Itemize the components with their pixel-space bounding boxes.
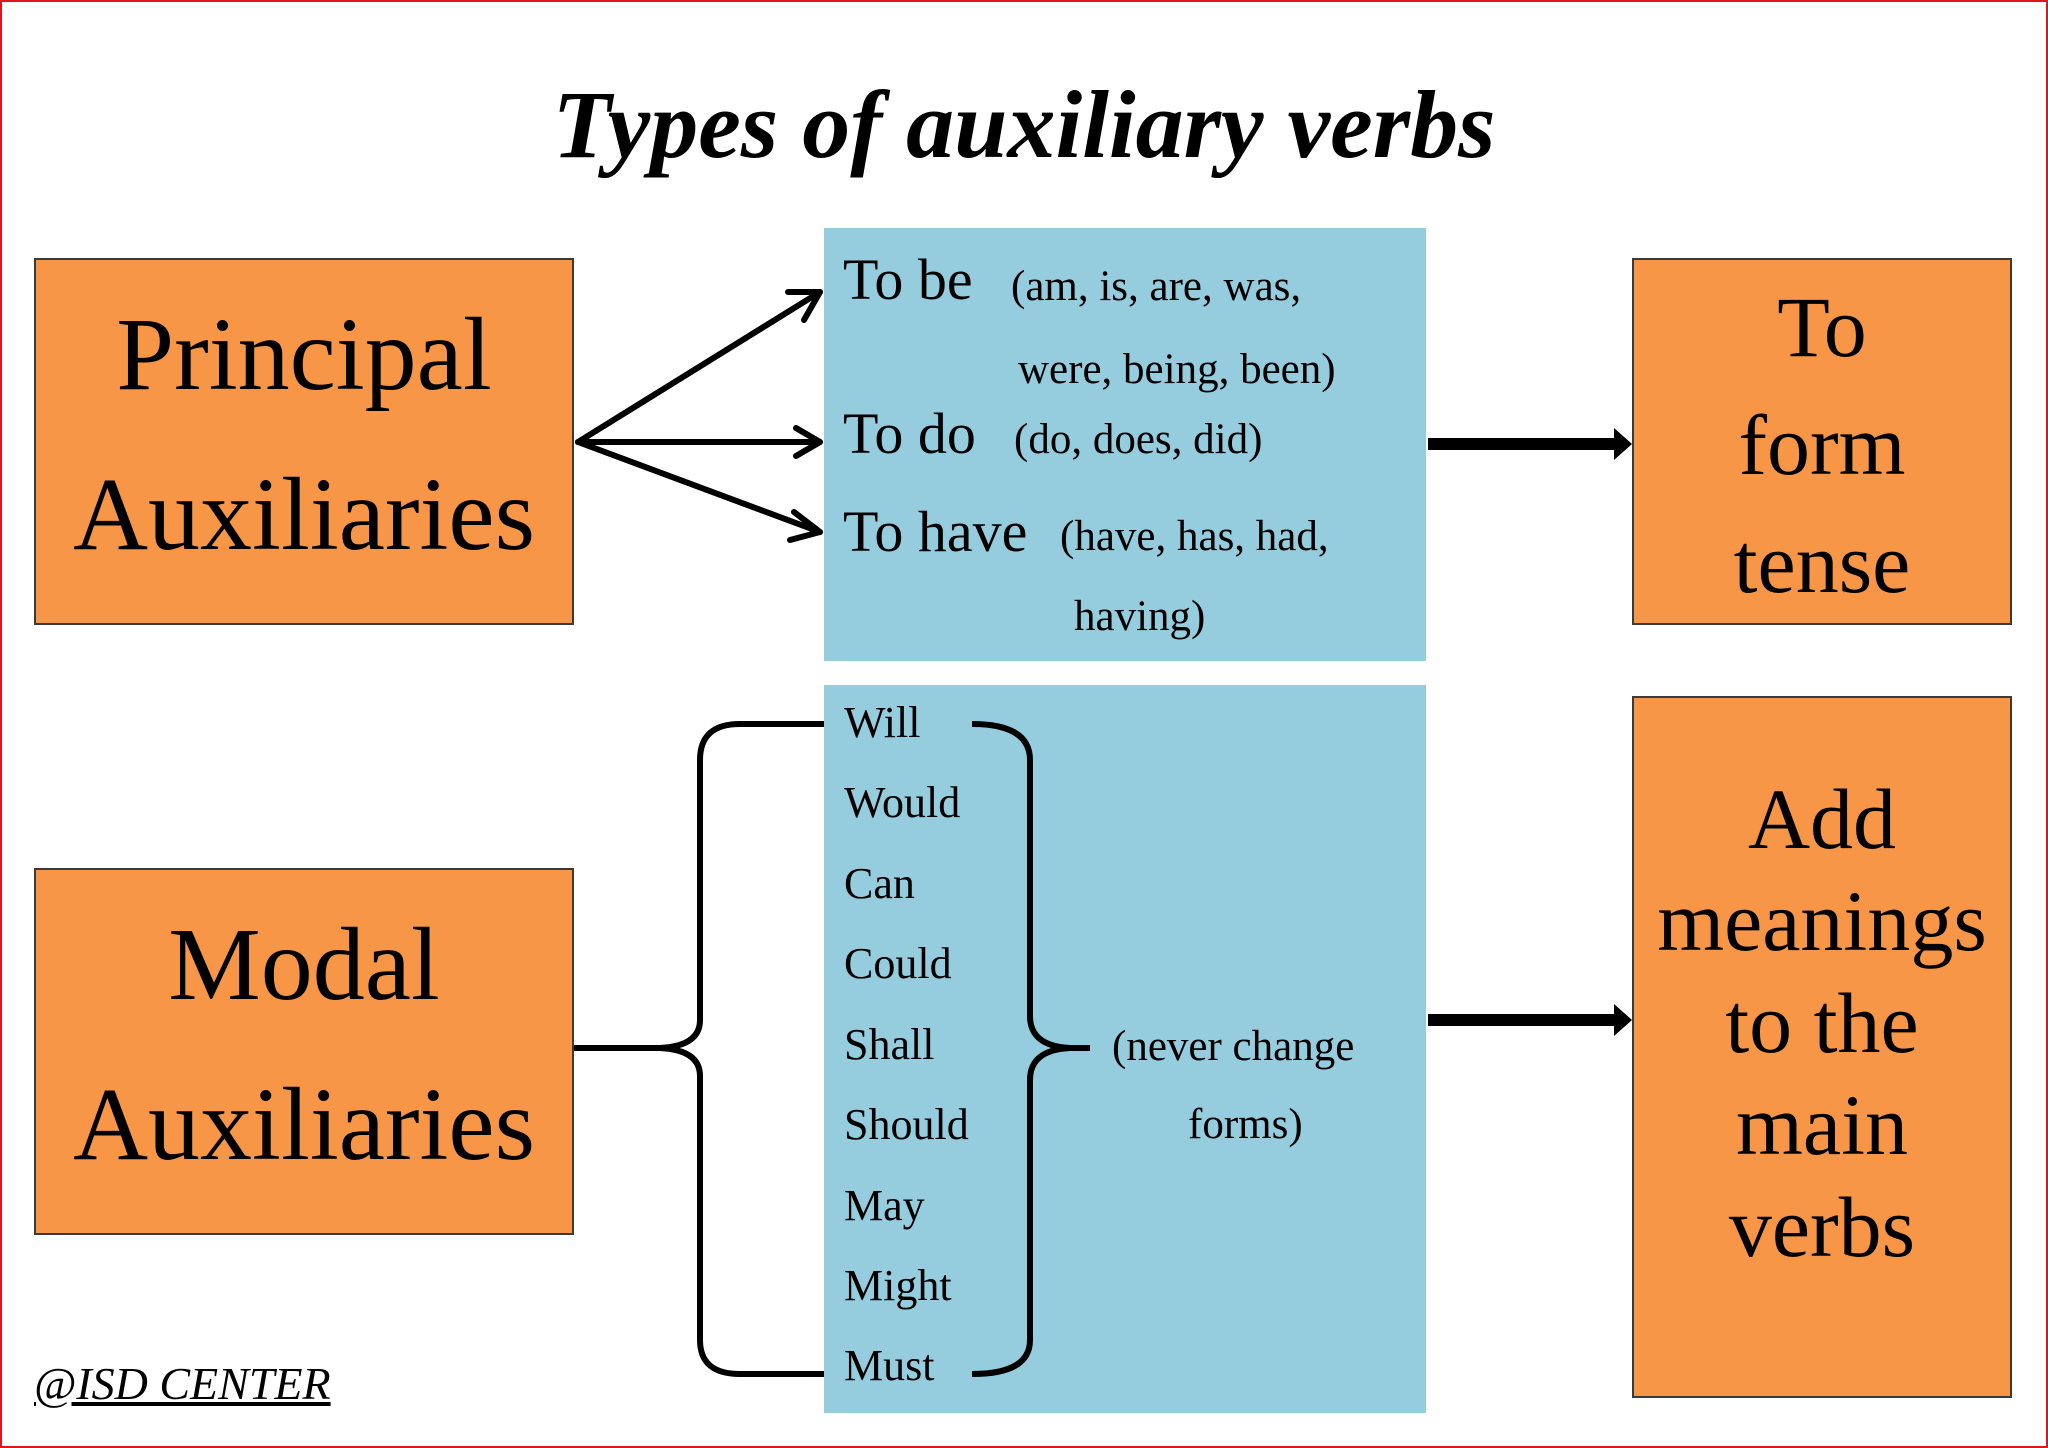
to-do-label: To do	[843, 401, 976, 466]
form-tense-line3: tense	[1733, 515, 1911, 611]
add-meanings-line4: main	[1736, 1077, 1908, 1173]
modal-note-line2: forms)	[1188, 1101, 1303, 1148]
form-tense-line1: To	[1777, 279, 1867, 375]
arrow-to-do-head	[793, 425, 823, 459]
arrow-to-have	[575, 439, 823, 535]
arrow-to-have-head	[787, 509, 823, 543]
modal-verb-can: Can	[844, 859, 915, 908]
modal-auxiliaries-box: Modal Auxiliaries	[34, 868, 574, 1235]
add-meanings-box: Add meanings to the main verbs	[1632, 696, 2012, 1398]
to-be-forms-line1: (am, is, are, was,	[1011, 263, 1302, 310]
form-tense-box: To form tense	[1632, 258, 2012, 625]
principal-fan-arrows	[575, 289, 823, 543]
principal-label-line1: Principal	[116, 297, 492, 412]
add-meanings-line3: to the	[1725, 975, 1919, 1071]
modal-verb-will: Will	[844, 698, 921, 747]
to-have-forms-line1: (have, has, had,	[1060, 513, 1329, 560]
form-tense-line2: form	[1738, 397, 1906, 493]
page-title: Types of auxiliary verbs	[552, 71, 1496, 178]
arrow-to-be	[575, 289, 823, 445]
tense-arrow	[1428, 428, 1632, 460]
modal-verb-could: Could	[844, 939, 952, 988]
modal-verb-should: Should	[844, 1100, 969, 1149]
modal-label-line2: Auxiliaries	[72, 1067, 536, 1182]
left-curly-brace	[574, 721, 824, 1377]
meanings-arrow	[1428, 1004, 1632, 1036]
add-meanings-line2: meanings	[1657, 873, 1987, 969]
modal-verb-might: Might	[844, 1261, 952, 1310]
to-be-label: To be	[843, 247, 973, 312]
modal-note-line1: (never change	[1112, 1023, 1355, 1070]
to-do-forms: (do, does, did)	[1014, 416, 1263, 463]
to-have-label: To have	[843, 499, 1028, 564]
add-meanings-line1: Add	[1747, 771, 1897, 867]
modal-verb-must: Must	[844, 1341, 935, 1390]
modal-label-line1: Modal	[168, 907, 440, 1022]
modal-verbs-box	[824, 685, 1426, 1413]
to-be-forms-line2: were, being, been)	[1018, 346, 1336, 393]
to-have-forms-line2: having)	[1074, 593, 1206, 640]
right-curly-brace	[971, 721, 1090, 1377]
principal-forms-box	[824, 228, 1426, 661]
modal-verb-would: Would	[844, 778, 961, 827]
principal-label-line2: Auxiliaries	[72, 457, 536, 572]
add-meanings-line5: verbs	[1728, 1179, 1916, 1275]
modal-verb-shall: Shall	[844, 1020, 935, 1069]
modal-verb-may: May	[844, 1181, 925, 1230]
principal-auxiliaries-box: Principal Auxiliaries	[34, 258, 574, 625]
arrow-to-be-head	[785, 289, 823, 323]
watermark: @ISD CENTER	[34, 1358, 331, 1409]
